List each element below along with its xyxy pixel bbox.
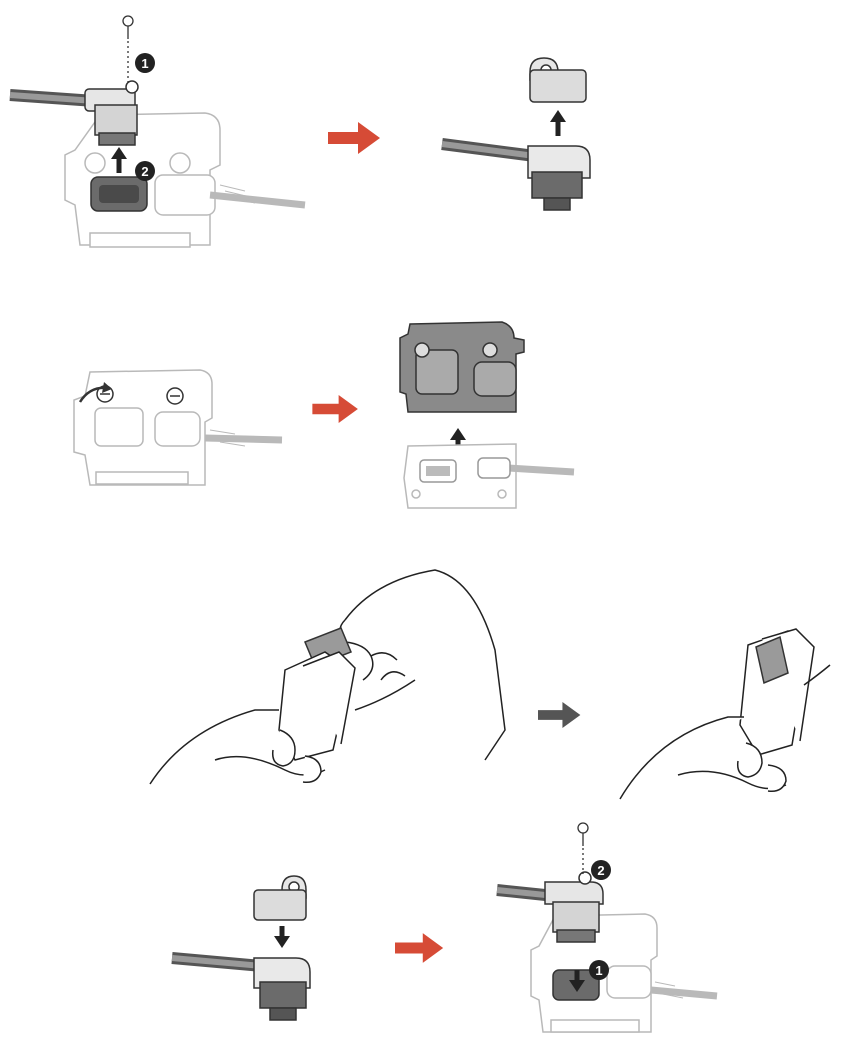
svg-text:2: 2 [141, 164, 148, 179]
step-badge-1: 1 [135, 53, 155, 73]
screw-icon [578, 823, 588, 874]
red-right-arrow [328, 122, 382, 154]
up-arrow-icon [550, 110, 566, 136]
gray-right-arrow [538, 700, 582, 730]
cable-plug-icon [478, 458, 510, 478]
red-right-arrow [312, 395, 360, 423]
step-4: 2 1 [0, 790, 853, 1039]
svg-text:1: 1 [141, 56, 148, 71]
cable-plug-icon [545, 872, 603, 942]
cable-plug-icon [528, 146, 590, 210]
step-2-unit-screws-illustration [60, 360, 285, 495]
step-3-inserted-illustration [618, 625, 833, 800]
step-1-removal-illustration: 1 2 [5, 5, 320, 260]
step-3-hand-insert-illustration [145, 560, 510, 785]
gasket-plate-icon [400, 322, 524, 412]
step-4-cap-install-illustration [170, 870, 320, 1030]
svg-text:1: 1 [595, 963, 602, 978]
screw-icon [123, 16, 133, 85]
step-3 [0, 530, 853, 790]
red-right-arrow [395, 933, 445, 963]
cable-plug-icon [254, 958, 310, 1020]
step-2 [0, 270, 853, 530]
down-arrow-icon [274, 926, 290, 948]
step-1-cap-removed-illustration [440, 40, 600, 220]
step-2-gasket-removed-illustration [398, 318, 578, 513]
step-badge-2: 2 [591, 860, 611, 880]
svg-text:2: 2 [597, 863, 604, 878]
step-badge-2: 2 [135, 161, 155, 181]
step-1: 1 2 [0, 0, 853, 270]
step-4-reinstall-illustration: 2 1 [495, 820, 720, 1035]
step-badge-1: 1 [589, 960, 609, 980]
hand-icon [340, 570, 505, 760]
plug-cap-icon [530, 58, 586, 102]
plug-cap-icon [254, 876, 306, 920]
